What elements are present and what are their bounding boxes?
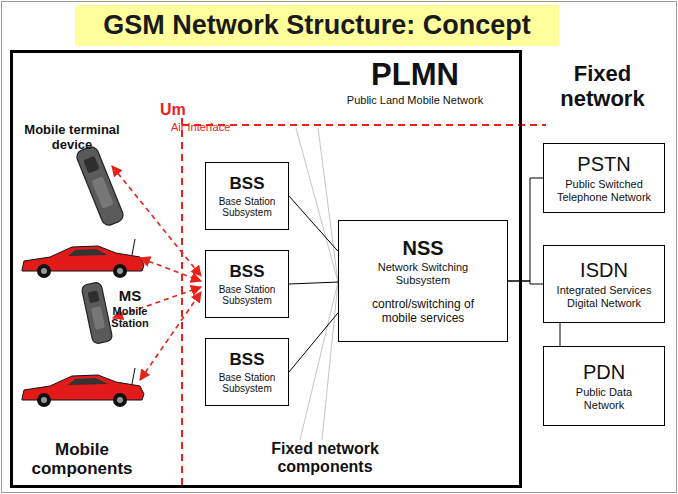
fixed-network-box: PSTN Public Switched Telephone Network — [543, 143, 665, 213]
phone-screen — [88, 290, 100, 303]
heading-group: PLMNPublic Land Mobile Network — [335, 58, 495, 106]
connector-line — [289, 313, 338, 372]
fixed-network-box: PDN Public Data Network — [543, 346, 665, 426]
node-description: Public Data Network — [562, 386, 646, 411]
device-label: Mobile Station — [105, 305, 155, 330]
car-antenna — [132, 239, 135, 255]
car-antenna — [132, 368, 135, 384]
node-description: Base Station Subsystem — [210, 372, 284, 394]
car-wheel — [113, 393, 127, 407]
node-description: Network Switching Subsystem — [359, 261, 487, 286]
node-heading: BSS — [230, 174, 265, 193]
connector-line — [560, 323, 561, 346]
air-interface-boundary — [182, 118, 546, 488]
node-heading: BSS — [230, 262, 265, 281]
subsystem-box: BSS Base Station Subsystem — [205, 250, 289, 318]
switching-box: NSSNetwork Switching Subsystem control/sw… — [338, 220, 508, 342]
car-hub — [41, 397, 47, 403]
phone-screen — [83, 156, 99, 173]
fan-lines — [296, 128, 338, 440]
fan-line — [322, 282, 338, 440]
car-wheel — [37, 264, 51, 278]
fan-line — [318, 128, 338, 282]
interface-label: Air Interface — [171, 121, 261, 133]
phone-body — [75, 145, 125, 227]
radio-link-arrow — [140, 292, 201, 380]
device-label: Mobile terminal device — [20, 123, 124, 152]
car-wheel — [37, 393, 51, 407]
node-heading: ISDN — [580, 259, 628, 281]
region-label: Mobile components — [22, 440, 142, 478]
car-hub — [41, 268, 47, 274]
region-label: Fixed network components — [255, 440, 395, 476]
car-window — [68, 249, 108, 256]
node-heading: NSS — [402, 237, 443, 259]
region-label: Fixed network — [540, 62, 665, 111]
device-abbreviation: MS — [105, 288, 155, 305]
mobile-phone — [75, 145, 125, 227]
node-description: control/switching of mobile services — [359, 298, 487, 325]
car-window — [68, 378, 108, 385]
car — [22, 239, 144, 278]
connector-line — [508, 281, 543, 284]
connector-line — [289, 282, 338, 284]
phone-keypad — [91, 176, 113, 208]
radio-link-arrow — [112, 166, 201, 276]
network-boundary: PLMNPublic Land Mobile NetworkBSS Base St… — [10, 50, 522, 488]
air-interface-line — [181, 118, 183, 488]
phone-body — [81, 282, 113, 345]
fan-line — [296, 128, 338, 282]
car-wheel — [113, 264, 127, 278]
radio-links — [112, 166, 201, 380]
title-banner: GSM Network Structure: Concept — [75, 5, 559, 46]
fan-line — [300, 282, 338, 440]
node-heading: BSS — [230, 350, 265, 369]
fixed-network-box: ISDN Integrated Services Digital Network — [543, 245, 665, 323]
car-hub — [117, 397, 123, 403]
subsystem-box: BSS Base Station Subsystem — [205, 338, 289, 406]
node-heading: PLMN — [335, 58, 495, 93]
node-description: Base Station Subsystem — [210, 196, 284, 218]
mobile-phone — [81, 282, 113, 345]
connector-line — [508, 178, 543, 281]
connector-line — [289, 196, 338, 251]
car-hub — [117, 268, 123, 274]
car — [22, 368, 144, 407]
node-description: Base Station Subsystem — [210, 284, 284, 306]
radio-link-arrow — [140, 258, 201, 281]
phone-keypad — [91, 306, 105, 330]
node-heading: PSTN — [577, 153, 630, 175]
air-interface-line — [182, 124, 546, 126]
node-description: Public Switched Telephone Network — [549, 178, 659, 203]
node-description: Integrated Services Digital Network — [547, 284, 661, 309]
subsystem-box: BSS Base Station Subsystem — [205, 162, 289, 230]
node-heading: PDN — [583, 361, 625, 383]
interface-name: Um — [160, 101, 190, 119]
node-description: Public Land Mobile Network — [335, 94, 495, 106]
